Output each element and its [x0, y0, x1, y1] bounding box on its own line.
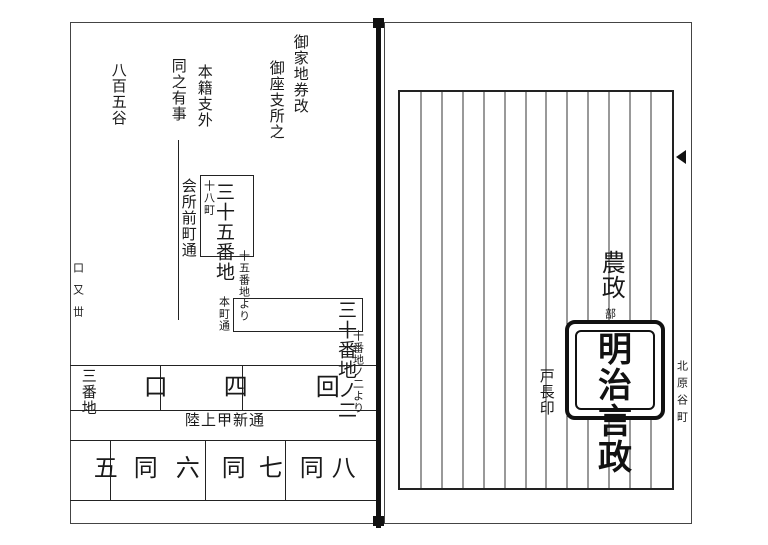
left-text-line-3: 本籍支外: [195, 64, 214, 128]
spine-cap-bottom: [373, 516, 384, 526]
table-r3-c3: 六: [171, 455, 200, 480]
lot-box-1-number: 三十五番地: [212, 182, 235, 282]
page-tab-marker: [676, 150, 686, 164]
spine-cap-top: [373, 18, 384, 28]
lot-box-2-street: 本町通: [217, 296, 231, 332]
seal-char-1: 明: [598, 330, 632, 370]
table-r1-c3: 四: [219, 374, 248, 399]
stamp-note-small: 部: [603, 308, 617, 320]
lot-box-1-right-note: 十五番地より: [237, 250, 251, 322]
edge-mark-1: 口: [71, 262, 85, 274]
seal-inner: 明 治 言 政: [575, 330, 655, 476]
table-r1-c1: 三番地: [79, 368, 98, 416]
table-r3-c4: 同: [217, 455, 246, 480]
left-text-line-4: 同之有事: [169, 58, 188, 122]
table-r3-c1: 五: [89, 455, 118, 480]
table-vline-4: [205, 440, 206, 500]
table-vline-1: [160, 365, 161, 410]
table-r3-c5: 七: [254, 455, 283, 480]
lot-box-2-right-note: 十番地ノ二より: [351, 330, 365, 414]
table-vline-2: [242, 365, 243, 410]
table-line-1: [70, 365, 376, 366]
ruled-column-lines: [420, 92, 652, 488]
table-r1-c2: 口: [139, 374, 168, 399]
lot-box-1-top-note: 十八町: [202, 180, 216, 216]
table-line-4: [70, 500, 376, 501]
lot-box-2-number: 三十番地ノ二: [334, 300, 357, 420]
signature: 戸長印: [537, 368, 556, 416]
ruled-column-box: [398, 90, 674, 490]
lot-box-2: [233, 298, 363, 332]
table-line-3: [70, 440, 376, 441]
official-seal: 明 治 言 政: [565, 320, 665, 476]
lot-box-1-street: 会所前町通: [179, 178, 198, 258]
edge-mark-2: 又: [71, 284, 85, 296]
right-side-label: 北原谷町: [675, 360, 689, 428]
table-r1-c4: 回: [311, 374, 340, 399]
edge-mark-3: 丗: [71, 306, 85, 318]
table-vline-3: [110, 440, 111, 500]
lot-box-1: [200, 175, 254, 257]
table-r2-label: 陸上甲新通: [185, 411, 266, 429]
table-vline-5: [285, 440, 286, 500]
left-text-line-5: 八百五谷: [109, 62, 128, 126]
street-line: [178, 140, 179, 320]
seal-char-4: 政: [598, 438, 632, 478]
stamp-note: 農政: [597, 250, 626, 300]
table-r3-c7: 八: [327, 455, 356, 480]
table-r3-c6: 同: [295, 455, 324, 480]
book-spine: [376, 18, 381, 528]
left-text-line-1: 御家地券改: [291, 34, 310, 114]
seal-char-2: 治: [598, 366, 632, 406]
left-text-line-2: 御座支所之: [267, 60, 286, 140]
table-line-2: [70, 410, 376, 411]
seal-char-3: 言: [598, 402, 632, 442]
table-r3-c2: 同: [129, 455, 158, 480]
